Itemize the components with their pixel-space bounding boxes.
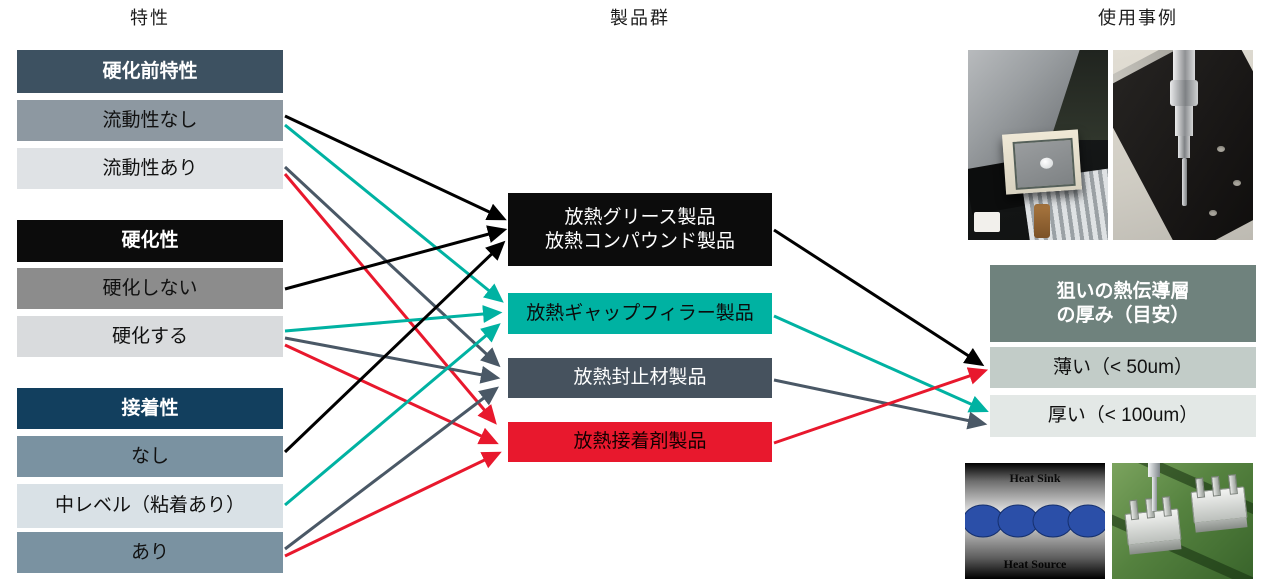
grease-product-line2: 放熱コンパウンド製品 — [544, 230, 735, 252]
arrow-encapsulant-to-thick — [773, 378, 988, 430]
arrow-no-fluidity-to-gap-filler — [284, 123, 504, 303]
column-title-products: 製品群 — [610, 8, 670, 28]
heat-source-label: Heat Source — [1003, 557, 1067, 571]
cpu-thermal-compound-photo — [968, 50, 1108, 240]
grease-product-line1: 放熱グリース製品 — [564, 206, 716, 228]
heat-wave-band — [965, 504, 1105, 538]
arrow-adhesion-yes-to-adhesive — [284, 451, 502, 558]
curability-header-box: 硬化性 — [17, 220, 283, 262]
arrow-adhesive-to-thin — [773, 367, 989, 445]
gap-filler-product-box: 放熱ギャップフィラー製品 — [508, 293, 772, 334]
arrow-adhesion-none-to-grease — [283, 240, 506, 454]
cures-box: 硬化する — [17, 316, 283, 357]
thick-layer-box: 厚い（< 100um） — [990, 395, 1256, 437]
no-cure-box: 硬化しない — [17, 268, 283, 309]
column-title-characteristics: 特性 — [130, 8, 170, 28]
thickness-header-box: 狙いの熱伝導層 の厚み（目安） — [990, 265, 1256, 342]
encapsulant-product-box: 放熱封止材製品 — [508, 358, 772, 398]
thin-layer-box: 薄い（< 50um） — [990, 347, 1256, 388]
adhesion-yes-box: あり — [17, 532, 283, 573]
adhesion-medium-box: 中レベル（粘着あり） — [17, 484, 283, 528]
dispensing-needle-photo — [1113, 50, 1253, 240]
arrow-fluidity-to-adhesive — [283, 173, 497, 425]
grease-product-box: 放熱グリース製品 放熱コンパウンド製品 — [508, 193, 772, 266]
arrow-fluidity-to-encapsulant — [283, 165, 501, 368]
fluidity-box: 流動性あり — [17, 148, 283, 189]
adhesion-header-box: 接着性 — [17, 388, 283, 429]
thickness-header-line2: の厚み（目安） — [1056, 304, 1190, 326]
adhesive-product-box: 放熱接着剤製品 — [508, 422, 772, 462]
no-fluidity-box: 流動性なし — [17, 100, 283, 141]
arrow-cures-to-encapsulant — [284, 336, 501, 384]
thickness-header-line1: 狙いの熱伝導層 — [1056, 280, 1190, 302]
adhesion-none-box: なし — [17, 436, 283, 477]
arrow-adhesion-yes-to-encapsulant — [284, 386, 499, 551]
arrow-no-cure-to-grease — [284, 225, 508, 291]
arrow-adhesion-medium-to-gap-filler — [284, 323, 501, 507]
arrow-grease-to-thin — [773, 228, 985, 367]
arrow-cures-to-gap-filler — [284, 305, 503, 333]
connector-dispensing-illustration — [1112, 463, 1253, 579]
heat-sink-heat-source-diagram: Heat Sink Heat Source — [965, 463, 1105, 579]
arrow-gap-filler-to-thick — [773, 314, 989, 413]
column-title-usage: 使用事例 — [1098, 8, 1178, 28]
pre-cure-header-box: 硬化前特性 — [17, 50, 283, 93]
arrow-no-fluidity-to-grease — [284, 114, 507, 221]
heat-sink-label: Heat Sink — [1009, 471, 1061, 485]
arrow-cures-to-adhesive — [284, 343, 499, 445]
